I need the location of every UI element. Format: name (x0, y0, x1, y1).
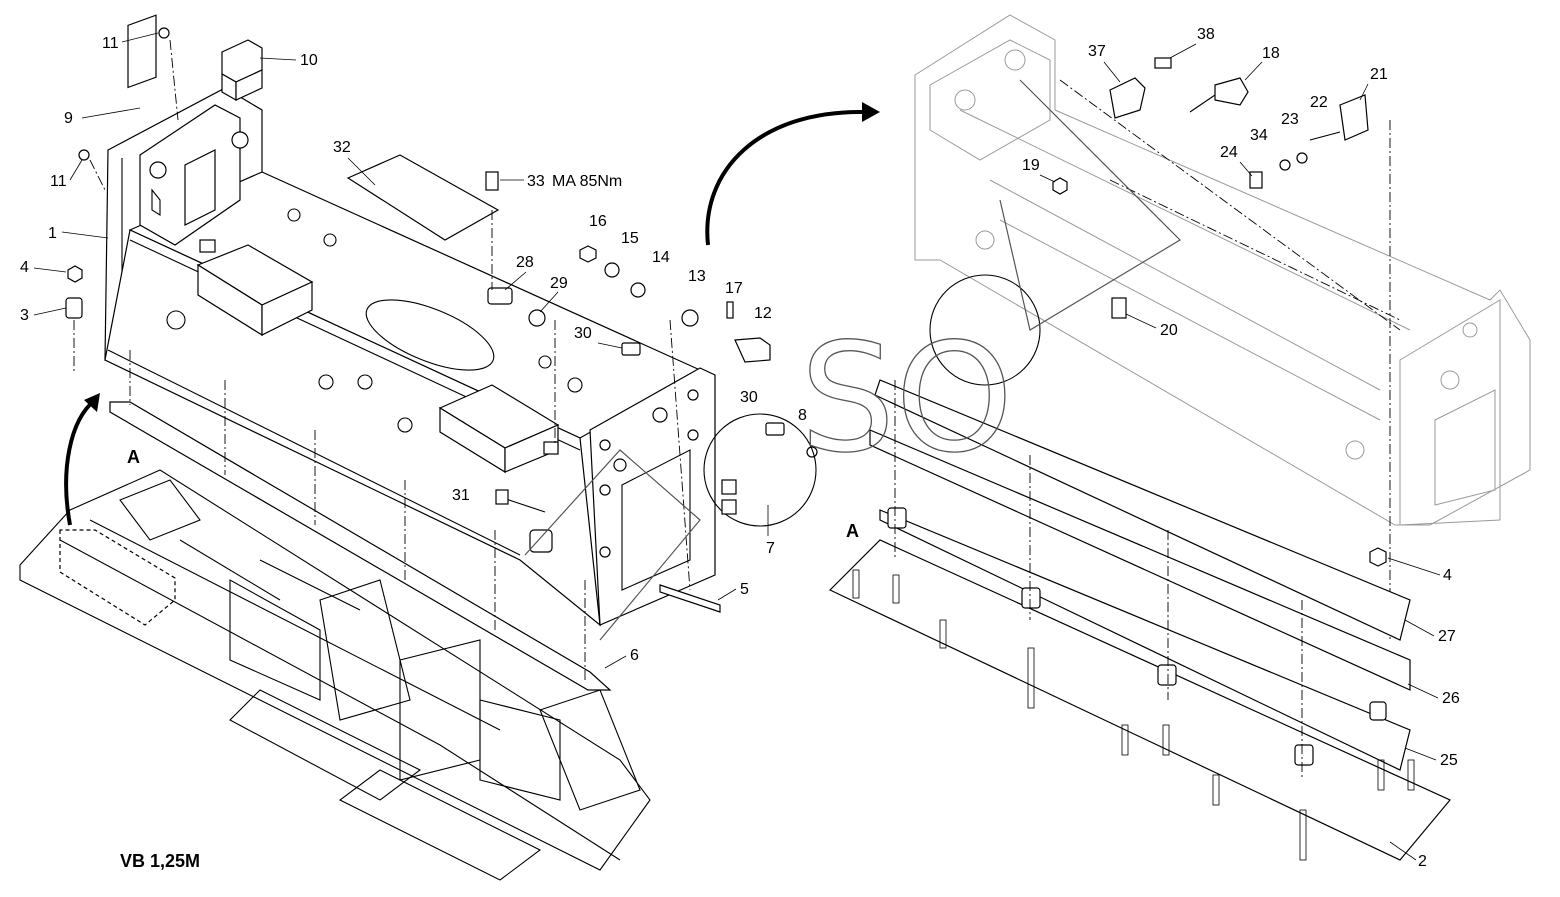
callout-34: 34 (1250, 127, 1268, 144)
callout-9: 9 (64, 110, 73, 127)
callout-19: 19 (1022, 157, 1040, 174)
callout-24: 24 (1220, 144, 1238, 161)
plates-stack (828, 379, 1451, 861)
watermark-text: SO (800, 312, 1013, 486)
callout-38: 38 (1197, 26, 1215, 43)
callout-30a: 30 (574, 325, 592, 342)
callout-4b: 4 (1443, 567, 1452, 584)
callout-37: 37 (1088, 43, 1106, 60)
callout-8: 8 (798, 407, 807, 424)
callout-13: 13 (688, 268, 706, 285)
callout-1: 1 (48, 225, 57, 242)
callout-29: 29 (550, 275, 568, 292)
callout-25: 25 (1440, 752, 1458, 769)
overview-machine (19, 469, 651, 881)
callout-27: 27 (1438, 628, 1456, 645)
callout-4a: 4 (20, 259, 29, 276)
callout-20: 20 (1160, 322, 1178, 339)
curved-arrows (64, 102, 880, 526)
callout-14: 14 (652, 249, 670, 266)
callout-17: 17 (725, 280, 743, 297)
model-label: VB 1,25M (120, 851, 200, 871)
section-marker-a-right: A (846, 521, 859, 541)
callout-32: 32 (333, 139, 351, 156)
callout-2: 2 (1418, 853, 1427, 870)
watermark: SO (524, 79, 1181, 641)
callout-28: 28 (516, 254, 534, 271)
callout-15: 15 (621, 230, 639, 247)
callout-11b: 11 (50, 173, 67, 190)
callout-6: 6 (630, 647, 639, 664)
callout-10: 10 (300, 52, 318, 69)
callout-7: 7 (766, 540, 775, 557)
callout-33: 33 (527, 173, 545, 190)
callout-23: 23 (1281, 111, 1299, 128)
callout-16: 16 (589, 213, 607, 230)
main-frame-right (914, 14, 1531, 640)
callout-22: 22 (1310, 94, 1328, 111)
torque-note: MA 85Nm (552, 173, 622, 190)
main-frame-left (104, 87, 716, 627)
callout-3: 3 (20, 307, 29, 324)
callout-31: 31 (452, 487, 470, 504)
section-marker-a-left: A (127, 447, 140, 467)
callout-18: 18 (1262, 45, 1280, 62)
callout-12: 12 (754, 305, 772, 322)
callout-21: 21 (1370, 66, 1388, 83)
callout-11a: 11 (102, 35, 119, 52)
callout-26: 26 (1442, 690, 1460, 707)
callout-30b: 30 (740, 389, 758, 406)
left-small-parts (65, 14, 818, 691)
callout-labels: 11 10 9 11 1 4 3 32 33 MA 85Nm 16 15 14 … (20, 26, 1460, 871)
callout-5: 5 (740, 581, 749, 598)
